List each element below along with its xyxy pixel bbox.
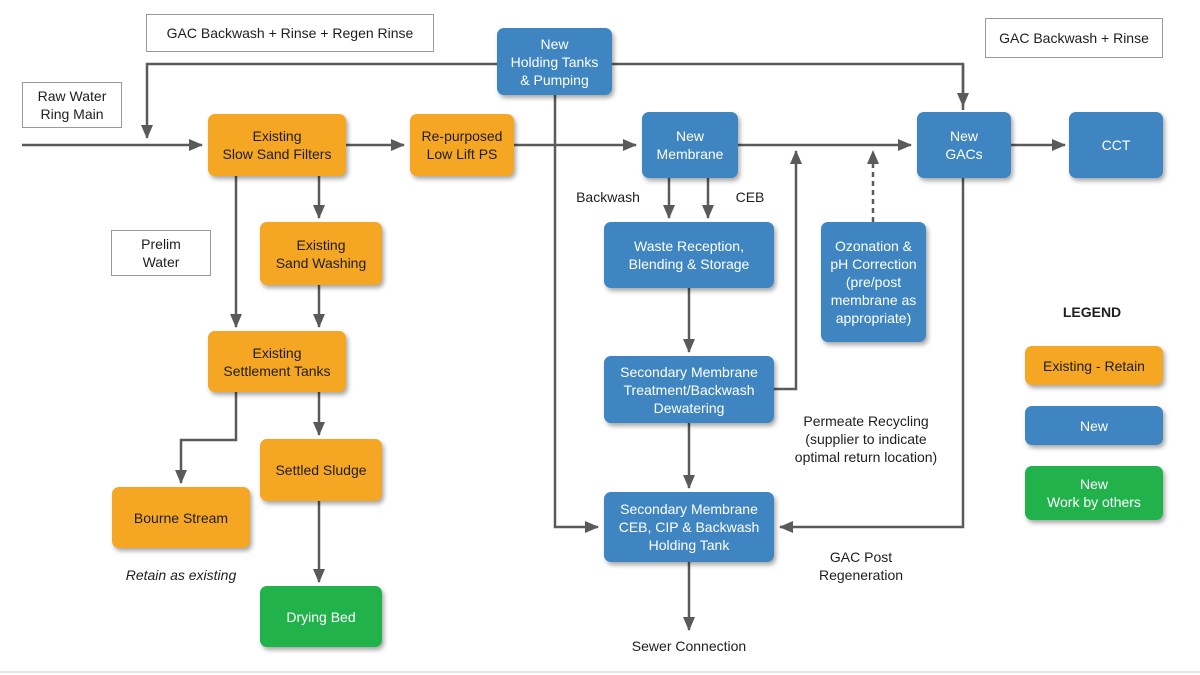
waste-reception-box: Waste Reception, Blending & Storage xyxy=(604,222,774,288)
legend-others-line-2: Work by others xyxy=(1047,494,1141,510)
cct-box: CCT xyxy=(1069,112,1163,178)
legend-title: LEGEND xyxy=(1042,303,1142,321)
holding-tank-line-3: Holding Tank xyxy=(648,537,730,553)
sand-washing-line-2: Sand Washing xyxy=(275,254,367,271)
ozonation-line-4: membrane as xyxy=(830,292,917,308)
low-lift-ps-line-1: Re-purposed xyxy=(421,128,503,144)
holding-tank-line-1: Secondary Membrane xyxy=(620,501,758,517)
secondary-treatment-line-3: Dewatering xyxy=(653,399,725,416)
legend-title-text: LEGEND xyxy=(1062,304,1122,320)
holding-tanks-pumping-box: New Holding Tanks & Pumping xyxy=(497,28,612,95)
prelim-water-line-2: Water xyxy=(142,254,180,270)
permeate-line-3: optimal return location) xyxy=(794,449,938,465)
arrow-permeate-recycle xyxy=(774,150,802,391)
legend-others-line-1: New xyxy=(1079,476,1108,492)
sewer-connection-text: Sewer Connection xyxy=(631,638,747,654)
secondary-membrane-treatment-box: Secondary Membrane Treatment/Backwash De… xyxy=(604,356,774,423)
backwash-annotation: Backwash xyxy=(568,188,648,206)
raw-water-line-2: Ring Main xyxy=(40,106,104,122)
waste-reception-line-2: Blending & Storage xyxy=(628,256,750,272)
settlement-tanks-line-1: Existing xyxy=(252,344,302,361)
new-membrane-line-2: Membrane xyxy=(656,146,724,162)
ozonation-line-3: (pre/post xyxy=(845,274,902,290)
holding-tank-line-2: CEB, CIP & Backwash xyxy=(618,519,760,535)
ozonation-box: Ozonation & pH Correction (pre/post memb… xyxy=(821,222,926,342)
slow-sand-filters-box: Existing Slow Sand Filters xyxy=(208,114,346,176)
legend-work-by-others-swatch: New Work by others xyxy=(1025,466,1163,520)
secondary-treatment-line-1: Secondary Membrane xyxy=(620,363,758,380)
arrow-gac-post-regen xyxy=(779,178,965,533)
ozonation-line-5: appropriate) xyxy=(835,310,912,326)
arrow-settlement-to-bourne xyxy=(175,392,238,484)
bourne-stream-label: Bourne Stream xyxy=(133,509,229,526)
settled-sludge-label: Settled Sludge xyxy=(275,462,367,478)
settlement-tanks-box: Existing Settlement Tanks xyxy=(208,331,346,392)
drying-bed-box: Drying Bed xyxy=(260,586,382,647)
sand-washing-box: Existing Sand Washing xyxy=(260,222,382,285)
ceb-annotation: CEB xyxy=(726,188,774,206)
gac-backwash-rinse-text: GAC Backwash + Rinse xyxy=(999,30,1149,46)
arrow-holding-to-tank xyxy=(553,95,599,533)
new-membrane-line-1: New xyxy=(675,128,704,144)
sand-washing-line-1: Existing xyxy=(296,236,346,253)
sewer-connection-annotation: Sewer Connection xyxy=(614,637,764,655)
gac-regen-rinse-text: GAC Backwash + Rinse + Regen Rinse xyxy=(166,25,414,41)
bottom-divider xyxy=(0,671,1200,673)
raw-water-ring-main-label: Raw Water Ring Main xyxy=(22,82,122,128)
slow-sand-filters-line-1: Existing xyxy=(252,128,302,144)
legend-new-text: New xyxy=(1079,417,1108,434)
holding-tanks-line-3: & Pumping xyxy=(520,71,589,88)
prelim-water-line-1: Prelim xyxy=(141,236,181,252)
drying-bed-label: Drying Bed xyxy=(286,608,356,625)
gac-backwash-rinse-label: GAC Backwash + Rinse xyxy=(985,18,1163,58)
legend-existing-swatch: Existing - Retain xyxy=(1025,346,1163,385)
retain-as-existing-annotation: Retain as existing xyxy=(112,566,250,584)
ceb-text: CEB xyxy=(735,189,765,205)
legend-existing-text: Existing - Retain xyxy=(1043,357,1145,374)
permeate-recycling-annotation: Permeate Recycling (supplier to indicate… xyxy=(781,412,951,466)
secondary-treatment-line-2: Treatment/Backwash xyxy=(623,381,755,398)
new-gacs-line-1: New xyxy=(949,128,978,144)
new-gacs-line-2: GACs xyxy=(945,146,983,162)
gac-regen-rinse-label: GAC Backwash + Rinse + Regen Rinse xyxy=(146,14,434,52)
ozonation-line-1: Ozonation & xyxy=(834,238,913,254)
cct-label: CCT xyxy=(1101,137,1131,153)
backwash-text: Backwash xyxy=(576,189,640,205)
new-gacs-box: New GACs xyxy=(917,112,1011,178)
gac-post-line-2: Regeneration xyxy=(818,567,904,583)
raw-water-line-1: Raw Water xyxy=(37,88,107,104)
secondary-membrane-holding-tank-box: Secondary Membrane CEB, CIP & Backwash H… xyxy=(604,492,774,562)
waste-reception-line-1: Waste Reception, xyxy=(634,238,744,254)
permeate-line-2: (supplier to indicate xyxy=(805,431,927,447)
retain-as-existing-text: Retain as existing xyxy=(125,567,237,583)
low-lift-ps-line-2: Low Lift PS xyxy=(426,146,498,162)
holding-tanks-line-1: New xyxy=(540,35,569,52)
holding-tanks-line-2: Holding Tanks xyxy=(510,53,599,70)
gac-post-regeneration-annotation: GAC Post Regeneration xyxy=(806,548,916,584)
prelim-water-label: Prelim Water xyxy=(111,230,211,276)
new-membrane-box: New Membrane xyxy=(642,112,738,178)
settlement-tanks-line-2: Settlement Tanks xyxy=(223,362,331,379)
settled-sludge-box: Settled Sludge xyxy=(260,439,382,501)
bourne-stream-box: Bourne Stream xyxy=(112,487,250,548)
ozonation-line-2: pH Correction xyxy=(830,256,917,272)
legend-new-swatch: New xyxy=(1025,406,1163,445)
low-lift-ps-box: Re-purposed Low Lift PS xyxy=(410,114,514,176)
slow-sand-filters-line-2: Slow Sand Filters xyxy=(222,146,332,162)
permeate-line-1: Permeate Recycling xyxy=(803,413,929,429)
gac-post-line-1: GAC Post xyxy=(829,549,893,565)
